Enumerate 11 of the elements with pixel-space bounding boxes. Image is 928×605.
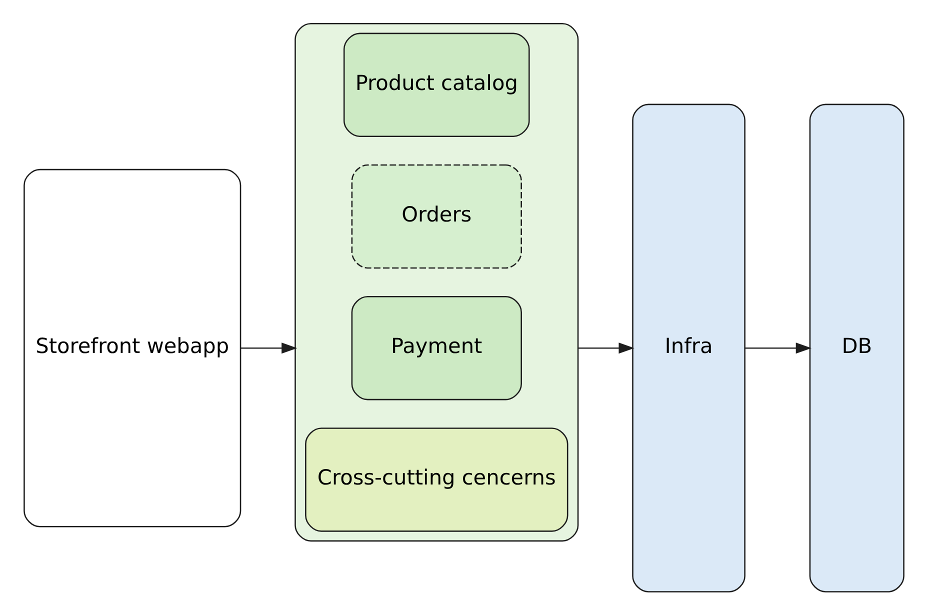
node-box: Product catalog (343, 32, 530, 138)
arrow (745, 342, 812, 354)
arrow (240, 342, 298, 354)
arrow (578, 342, 634, 354)
node-box: DB (809, 104, 904, 592)
cluster (294, 22, 579, 542)
node-box: Cross-cutting cencerns (305, 428, 568, 532)
node-box: Infra (632, 104, 746, 592)
node-box: Storefront webapp (24, 168, 242, 528)
node-box: Orders (351, 164, 522, 269)
node-box: Payment (351, 296, 522, 400)
